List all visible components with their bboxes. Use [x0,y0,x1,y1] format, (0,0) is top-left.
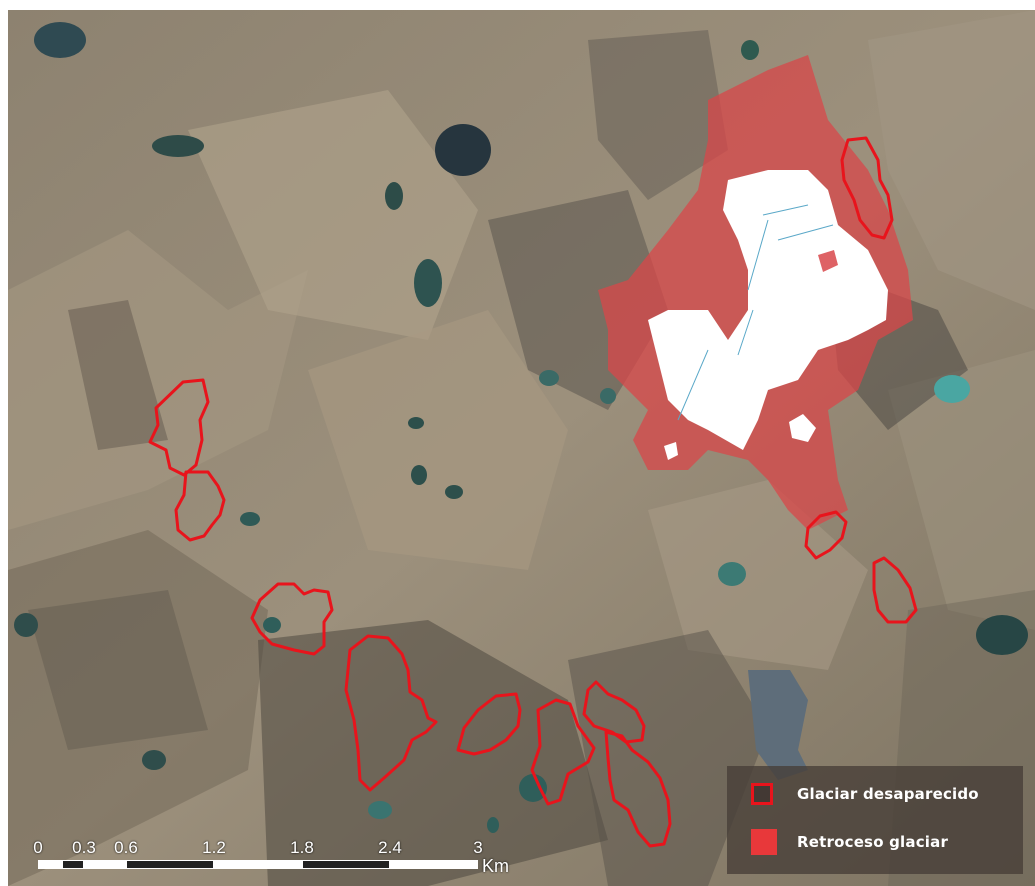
scale-tick-3: 3 [473,838,483,857]
scale-tick-0.3: 0.3 [72,838,96,857]
legend-label: Glaciar desaparecido [797,785,979,803]
scale-segment [390,860,478,869]
scale-tick-1.2: 1.2 [202,838,226,857]
map-legend: Glaciar desaparecido Retroceso glaciar [727,766,1023,874]
scale-tick-2.4: 2.4 [378,838,402,857]
scale-unit: Km [482,856,509,876]
legend-item-disappeared: Glaciar desaparecido [751,783,979,805]
scale-tick-0.6: 0.6 [114,838,138,857]
scale-tick-1.8: 1.8 [290,838,314,857]
scale-tick-0: 0 [33,838,43,857]
legend-item-retreat: Retroceso glaciar [751,829,948,855]
scale-segment [84,860,126,869]
scale-segment [126,860,214,869]
disappeared-glaciers [148,136,918,848]
map-canvas [8,10,1035,886]
red-fill-swatch-icon [751,829,777,855]
scale-segment [302,860,390,869]
scale-segment [214,860,302,869]
satellite-map[interactable] [8,10,1035,886]
red-outline-swatch-icon [751,783,773,805]
scale-segment [38,860,62,869]
legend-label: Retroceso glaciar [797,833,949,851]
lakes [14,22,1028,833]
current-glacier [648,170,888,460]
scale-segment [62,860,84,869]
scale-bar: 0 0.3 0.6 1.2 1.8 2.4 3 Km [30,838,509,878]
